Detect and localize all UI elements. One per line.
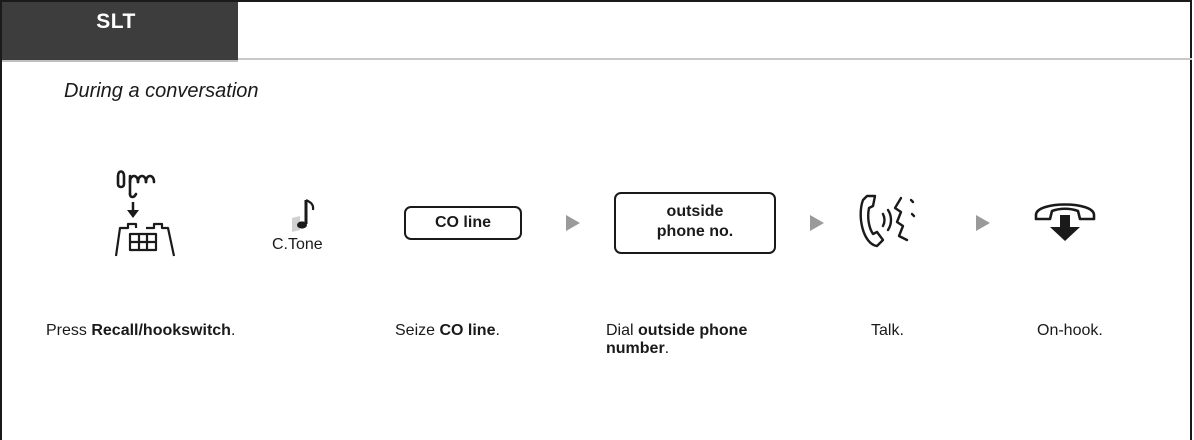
on-hook-handset-icon [1034, 203, 1096, 241]
caption-text: Dial [606, 322, 639, 339]
recall-hookswitch-icon [114, 170, 176, 257]
confirmation-tone-label: C.Tone [272, 236, 323, 253]
caption-text: Talk. [871, 322, 904, 339]
step-recall-caption: Press Recall/hookswitch. [46, 322, 235, 340]
caption-text: Press [46, 322, 92, 339]
caption-emphasis: outside phone [638, 322, 748, 339]
talk-handset-icon [859, 194, 916, 248]
co-line-key: CO line [404, 206, 522, 240]
condition-text: During a conversation [64, 80, 259, 102]
caption-text: Seize [395, 322, 440, 339]
tab-label: SLT [96, 10, 136, 33]
telephone-type-tab: SLT [2, 2, 238, 62]
caption-emphasis: number [606, 340, 665, 357]
next-step-arrow-icon [566, 215, 580, 231]
next-step-arrow-icon [810, 215, 824, 231]
outside-phone-number-key: outside phone no. [614, 192, 776, 254]
outside-key-line1: outside [666, 203, 724, 220]
caption-text: . [495, 322, 500, 339]
caption-emphasis: Recall/hookswitch [91, 322, 231, 339]
next-step-arrow-icon [976, 215, 990, 231]
caption-text: On-hook. [1037, 322, 1103, 339]
step-talk-caption: Talk. [871, 322, 904, 340]
confirmation-tone-note-icon [292, 199, 315, 232]
caption-text: . [230, 322, 236, 339]
step-seize-caption: Seize CO line. [395, 322, 500, 340]
caption-text: . [664, 340, 670, 357]
header-rule [238, 58, 1192, 60]
step-onhook-caption: On-hook. [1037, 322, 1103, 340]
outside-key-line2: phone no. [656, 223, 734, 240]
caption-emphasis: CO line [439, 322, 496, 339]
